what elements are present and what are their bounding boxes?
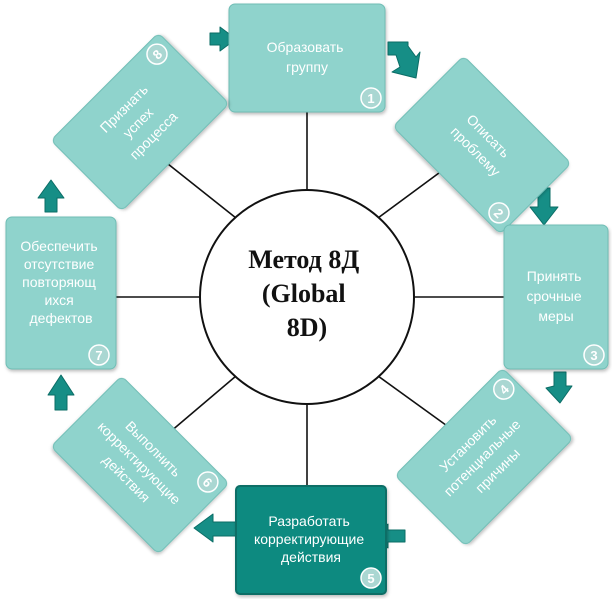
step-1-box: Образовать группу 1 (228, 3, 386, 113)
step-4-box: Установить потенциальные причины 4 (396, 369, 572, 545)
step-7-number-badge (88, 344, 110, 366)
step-7-box-shape (5, 216, 117, 370)
step-7-line-3: повторяющ (22, 274, 96, 290)
step-3-number-badge (583, 344, 605, 366)
step-1-line-2: группу (286, 59, 328, 75)
step-8-box-shape (52, 34, 228, 210)
hub-circle (199, 189, 415, 405)
step-6-box-shape (52, 377, 228, 553)
step-6-number-badge (197, 471, 219, 493)
hub: Метод 8Д (Global 8D) (199, 189, 415, 405)
arrow-step-7-to-8 (37, 179, 65, 213)
step-7-number: 7 (95, 348, 102, 363)
step-4-box-shape (396, 369, 572, 545)
step-7-line-2: отсутствие (24, 256, 95, 272)
arrow-step-8-to-1 (209, 26, 237, 52)
step-7-box: Обеспечить отсутствие повторяющ ихся деф… (5, 216, 117, 370)
step-1-label: Образовать группу (267, 39, 348, 75)
step-5-line-1: Разработать (268, 513, 349, 529)
step-3-box-shape (503, 224, 609, 370)
step-3-number: 3 (590, 348, 597, 363)
step-5-line-2: корректирующие (254, 531, 364, 547)
step-2-box-shape (394, 57, 570, 233)
step-3-label: Принять срочные меры (526, 268, 585, 324)
step-5-label: Разработать корректирующие действия (254, 513, 368, 565)
spoke-step-6 (169, 375, 237, 433)
hub-title-line-3: 8D) (287, 313, 327, 342)
step-3-box: Принять срочные меры 3 (503, 224, 609, 370)
arrow-step-2-to-3 (529, 187, 559, 226)
step-3-line-3: меры (538, 308, 573, 324)
hub-title-line-2: (Global (262, 279, 346, 308)
step-7-line-5: дефектов (29, 310, 92, 326)
arrow-step-6-to-7 (47, 374, 75, 411)
spoke-step-4 (377, 375, 451, 429)
step-6-box: Выполнить корректирующие действия 6 (52, 377, 228, 553)
step-1-line-1: Образовать (267, 39, 344, 55)
step-2-box: Описать проблему 2 (394, 57, 570, 233)
step-1-number-badge (360, 87, 382, 109)
step-5-number-badge (360, 567, 382, 589)
spoke-step-2 (377, 169, 444, 219)
step-7-line-1: Обеспечить (20, 238, 97, 254)
step-8-number-badge (146, 43, 168, 65)
arrow-step-5-to-6 (193, 513, 239, 543)
step-5-box: Разработать корректирующие действия 5 (235, 485, 387, 595)
step-5-number: 5 (367, 571, 374, 586)
arrow-step-1-to-2 (387, 41, 421, 79)
step-5-box-shape (235, 485, 387, 595)
step-8-box: Признать успех процесса 8 (52, 34, 228, 210)
cycle-arrows (37, 26, 573, 549)
arrow-step-3-to-4 (545, 371, 573, 404)
spoke-step-8 (162, 159, 237, 219)
step-4-number-badge (493, 378, 515, 400)
step-1-number: 1 (367, 91, 374, 106)
step-3-line-1: Принять (527, 268, 582, 284)
step-1-box-shape (228, 3, 386, 113)
step-2-number-badge (488, 202, 510, 224)
step-7-label: Обеспечить отсутствие повторяющ ихся деф… (20, 238, 101, 326)
step-3-line-2: срочные (526, 288, 581, 304)
connector-spokes (110, 88, 510, 488)
step-7-line-4: ихся (44, 292, 73, 308)
hub-title-line-1: Метод 8Д (248, 245, 359, 274)
step-5-line-3: действия (281, 549, 341, 565)
hub-title: Метод 8Д (Global 8D) (248, 245, 365, 342)
